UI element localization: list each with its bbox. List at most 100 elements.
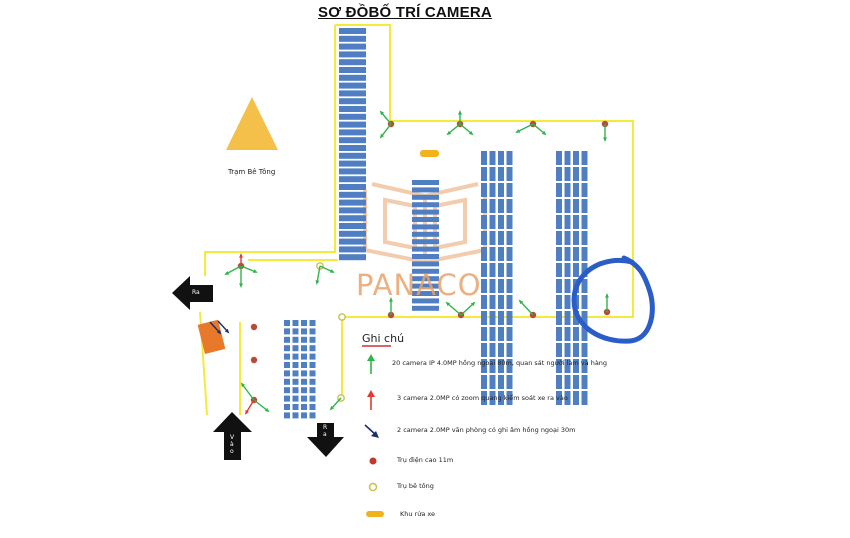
container-block [489,295,496,309]
entry-up-arrow-icon [213,412,252,460]
camera-arrowhead-icon [541,130,547,136]
container-block [556,279,562,293]
concrete-station-label: Trạm Bê Tông [228,168,276,176]
legend-icons [364,354,384,517]
container-block [412,261,439,267]
container-block [339,51,366,58]
container-block [284,328,290,335]
container-block [301,336,307,343]
container-block [489,327,496,341]
container-block [581,247,588,261]
container-block [339,43,366,50]
container-block [481,183,487,197]
container-block [498,343,504,357]
container-block [581,183,588,197]
navy-arrow-icon [364,424,379,438]
container-block [581,215,588,229]
container-block [339,28,366,34]
container-block [412,224,439,230]
camera-direction-arrow [380,111,392,125]
container-block [412,276,439,282]
camera-arrowhead-icon [379,110,385,116]
container-block [498,391,504,405]
container-block [301,362,307,368]
container-block [412,283,439,289]
camera-arrowhead-icon [445,301,451,307]
camera-arrowhead-icon [518,299,524,305]
container-block [573,247,579,261]
camera-arrowhead-icon [515,129,521,133]
container-block [506,375,513,389]
container-block [301,412,307,419]
container-block [489,167,496,181]
container-block [301,353,307,360]
power-pole-icon [250,356,258,364]
container-block [309,412,316,419]
container-block [292,320,299,326]
container-block [556,295,562,309]
camera-arrowhead-icon [315,280,320,285]
container-block [412,194,439,200]
camera-arrowhead-icon [329,269,335,273]
container-block [284,336,290,343]
legend-item-red-camera: 3 camera 2.0MP có zoom quang kiểm soát x… [397,394,568,402]
container-block [564,199,571,213]
container-block [301,320,307,326]
camera-arrowhead-icon [239,253,243,258]
camera-direction-arrow [446,302,462,316]
container-block [581,343,588,357]
container-block [489,231,496,245]
container-block [573,343,579,357]
red-dot-icon [369,457,377,465]
container-block [284,370,290,377]
container-block [339,59,366,66]
exit-down-arrow-icon [307,423,344,457]
container-block [309,387,316,394]
container-block [481,151,487,165]
container-block [564,311,571,325]
container-block [498,359,504,373]
container-block [564,183,571,197]
camera-direction-arrow [380,123,392,138]
container-block [412,202,439,208]
container-block [339,207,366,214]
container-block [556,343,562,357]
container-block [556,231,562,245]
camera-direction-arrow [516,123,534,133]
container-block [412,246,439,252]
container-block [489,247,496,261]
container-block [339,238,366,245]
watermark-text: PANACO [356,268,482,302]
container-block [564,375,571,389]
container-block [564,343,571,357]
container-block [489,311,496,325]
container-block [506,215,513,229]
container-block [301,328,307,335]
container-block [581,151,588,165]
legend-item-green-camera: 20 camera IP 4.0MP hồng ngoại 80m, quan … [392,359,608,367]
container-block [309,362,316,368]
container-block [556,151,562,165]
container-block [339,199,366,206]
container-block [489,279,496,293]
container-block [301,345,307,352]
container-stacks [284,28,588,419]
container-block [412,291,439,296]
camera-arrowhead-icon [389,297,393,302]
container-block [498,167,504,181]
container-block [573,231,579,245]
camera-arrowhead-icon [216,329,222,335]
camera-arrowhead-icon [605,293,609,298]
camera-markers [209,110,611,415]
camera-arrowhead-icon [264,407,270,413]
container-block [309,378,316,385]
container-block [498,311,504,325]
camera-direction-arrow [519,300,534,316]
container-block [506,247,513,261]
exit-left-label: Ra [192,289,200,296]
container-block [481,167,487,181]
container-block [301,404,307,410]
container-block [481,375,487,389]
container-block [481,247,487,261]
container-block [481,295,487,309]
